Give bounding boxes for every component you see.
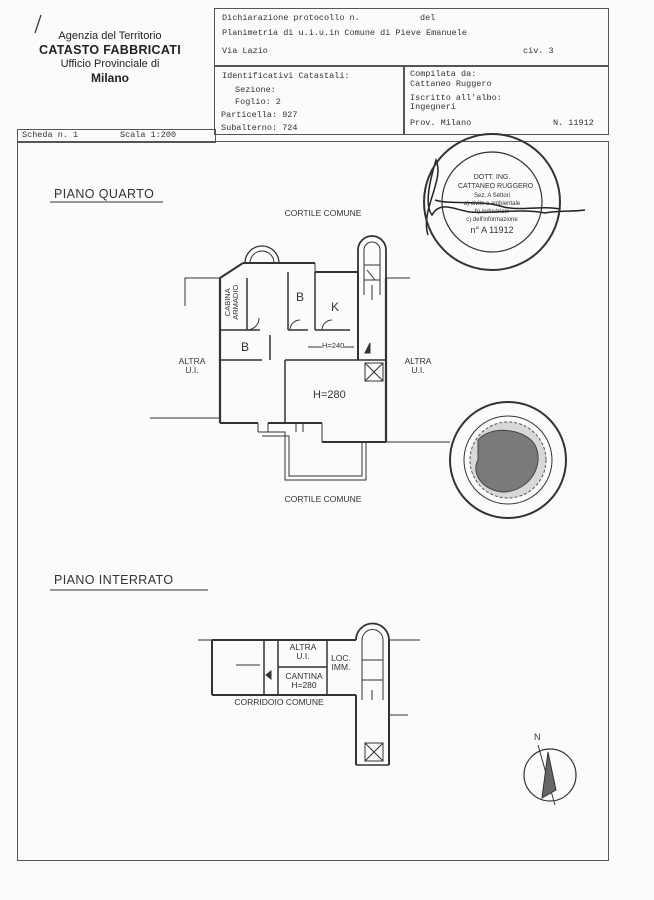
iscritto-label: Iscritto all'albo:: [410, 93, 502, 103]
albo-value: Ingegneri: [410, 102, 456, 112]
scheda-label: Scheda n. 1: [22, 130, 79, 140]
via-text: Via Lazio: [222, 46, 268, 56]
cortile-bottom-label: CORTILE COMUNE: [284, 494, 362, 504]
room-b-upper: B: [296, 290, 305, 304]
agency-city: Milano: [91, 71, 129, 86]
seal-line-6: c) dell'informazione: [466, 217, 518, 223]
north-label: N: [534, 732, 541, 742]
subalterno-value: Subalterno: 724: [221, 123, 298, 133]
scala-label: Scala 1:200: [120, 130, 177, 140]
room-k: K: [331, 300, 340, 314]
particella-value: Particella: 927: [221, 110, 298, 120]
provincia-value: Prov. Milano: [410, 118, 472, 128]
basement-title: PIANO INTERRATO: [54, 573, 174, 587]
scheda-box: [17, 129, 216, 143]
identificativi-label: Identificativi Catastali:: [222, 71, 350, 81]
agency-header: Agenzia del Territorio CATASTO FABBRICAT…: [30, 30, 190, 86]
foglio-value: Foglio: 2: [235, 97, 281, 107]
identificativi-box: [214, 65, 405, 135]
header-top-box: [214, 8, 609, 67]
room-b-lower: B: [241, 340, 250, 354]
basement-plan: [198, 622, 420, 766]
seal-line-1: DOTT. ING.: [473, 174, 511, 181]
agency-name: Agenzia del Territorio: [58, 30, 162, 42]
agency-department: CATASTO FABBRICATI: [39, 43, 181, 58]
north-arrow-icon: [523, 744, 577, 806]
iscrizione-number: N. 11912: [553, 118, 594, 128]
seal-line-4: a) civile e ambientale: [463, 201, 521, 207]
compilatore-name: Cattaneo Ruggero: [410, 79, 492, 89]
basement-loc-label: LOC.IMM.: [331, 653, 351, 673]
sezione-label: Sezione:: [235, 85, 276, 95]
seal-line-2: CATTANEO RUGGERO: [458, 183, 534, 190]
floor4-plan: [150, 235, 450, 481]
height-240-label: H=240: [322, 341, 345, 350]
agency-office: Ufficio Provinciale di: [60, 58, 160, 71]
height-280-label: H=280: [313, 389, 346, 401]
seal-line-3: Sez. A Settori: [473, 193, 511, 199]
seal-line-5: b) industriale: [474, 209, 510, 215]
civico-text: civ. 3: [523, 46, 554, 56]
territorio-stamp: [449, 401, 567, 519]
seal-line-7: n° A 11912: [470, 225, 514, 235]
planimetria-text: Planimetria di u.i.u.in Comune di Pieve …: [222, 28, 467, 38]
compilata-label: Compilata da:: [410, 69, 477, 79]
dichiarazione-label: Dichiarazione protocollo n.: [222, 13, 360, 23]
floor4-title: PIANO QUARTO: [54, 187, 155, 201]
engineers-seal: [423, 133, 561, 271]
drawing-frame: [17, 141, 609, 861]
del-label: del: [420, 13, 436, 23]
corridoio-label: CORRIDOIO COMUNE: [234, 697, 324, 707]
cortile-top-label: CORTILE COMUNE: [284, 208, 362, 218]
